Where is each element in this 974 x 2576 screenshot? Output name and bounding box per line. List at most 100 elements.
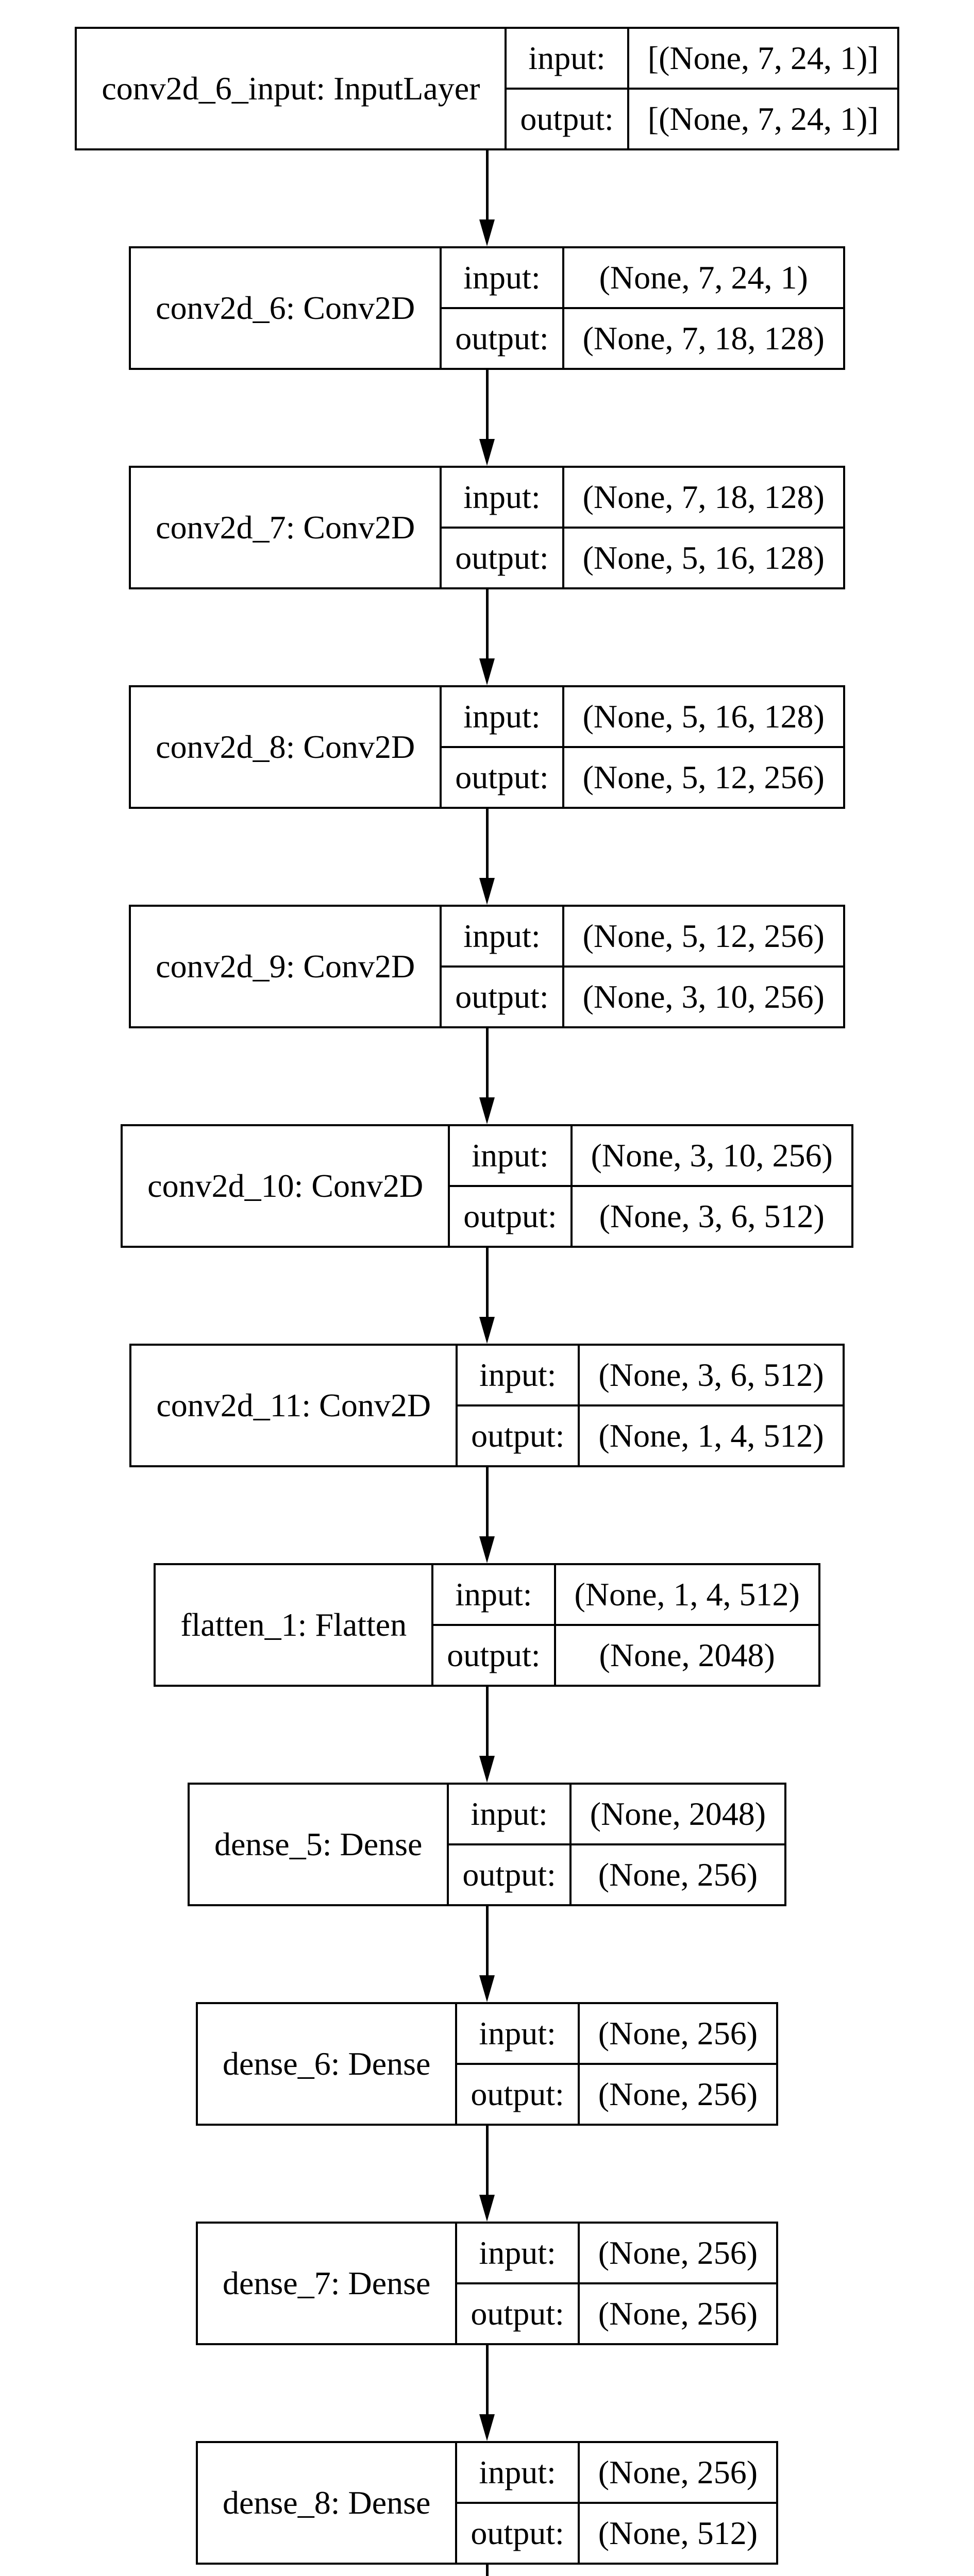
layer-io-table: input: (None, 5, 12, 256) output: (None,… (442, 907, 843, 1026)
input-shape: (None, 5, 12, 256) (562, 907, 843, 968)
flow-arrow (479, 2126, 495, 2222)
output-shape: (None, 5, 16, 128) (562, 529, 843, 587)
output-label: output: (471, 2515, 564, 2551)
output-label: output: (455, 759, 549, 795)
output-label: output: (471, 2295, 564, 2332)
output-label: output: (471, 2076, 564, 2112)
output-label: output: (471, 1417, 565, 1454)
layer-io-table: input: (None, 3, 10, 256) output: (None,… (450, 1126, 851, 1246)
input-shape: (None, 3, 10, 256) (570, 1126, 851, 1187)
output-shape: (None, 2048) (553, 1626, 818, 1685)
output-label: output: (520, 100, 614, 137)
layer-io-table: input: (None, 7, 18, 128) output: (None,… (442, 468, 843, 587)
layer-io-table: input: (None, 256) output: (None, 256) (457, 2224, 777, 2343)
layer-name: conv2d_11: Conv2D (131, 1346, 458, 1465)
layer-node-dense_8: dense_8: Dense input: (None, 256) output… (195, 2441, 779, 2565)
arrow-line (485, 150, 489, 219)
layer-io-table: input: (None, 3, 6, 512) output: (None, … (458, 1346, 843, 1465)
input-label: input: (433, 1565, 554, 1626)
output-shape: (None, 256) (577, 2284, 776, 2343)
input-shape: (None, 256) (577, 2004, 777, 2065)
input-label: input: (507, 29, 627, 90)
output-shape: (None, 1, 4, 512) (578, 1406, 842, 1465)
arrow-line (485, 1906, 489, 1975)
input-label: input: (442, 468, 562, 529)
layer-io-table: input: [(None, 7, 24, 1)] output: [(None… (507, 29, 897, 148)
arrow-head-icon (479, 1097, 495, 1124)
arrow-line (485, 370, 489, 439)
output-label: output: (447, 1637, 541, 1673)
input-label: input: (457, 2224, 578, 2284)
arrow-line (485, 2565, 489, 2576)
output-label: output: (462, 1856, 556, 1893)
arrow-head-icon (479, 1756, 495, 1783)
arrow-head-icon (479, 2195, 495, 2222)
layer-node-conv2d_8: conv2d_8: Conv2D input: (None, 5, 16, 12… (129, 685, 845, 809)
layer-io-table: input: (None, 7, 24, 1) output: (None, 7… (442, 248, 843, 368)
layer-node-conv2d_6_input: conv2d_6_input: InputLayer input: [(None… (75, 27, 899, 150)
arrow-line (485, 1467, 489, 1536)
arrow-line (485, 2126, 489, 2195)
flow-arrow (479, 1467, 495, 1563)
layer-node-dense_6: dense_6: Dense input: (None, 256) output… (195, 2002, 779, 2126)
arrow-head-icon (479, 1536, 495, 1563)
output-shape: (None, 256) (577, 2065, 776, 2124)
layer-node-conv2d_11: conv2d_11: Conv2D input: (None, 3, 6, 51… (129, 1344, 845, 1467)
output-shape: (None, 3, 6, 512) (570, 1187, 851, 1246)
flow-arrow (479, 2345, 495, 2441)
input-label: input: (458, 1346, 578, 1406)
output-label: output: (455, 320, 549, 357)
layer-name: conv2d_7: Conv2D (131, 468, 442, 587)
layer-name: dense_8: Dense (198, 2443, 458, 2563)
layer-name: dense_6: Dense (198, 2004, 458, 2124)
output-shape: (None, 5, 12, 256) (562, 748, 843, 807)
layer-name: dense_5: Dense (190, 1785, 449, 1904)
layer-node-conv2d_6: conv2d_6: Conv2D input: (None, 7, 24, 1)… (129, 246, 845, 370)
arrow-head-icon (479, 439, 495, 466)
arrow-line (485, 1248, 489, 1317)
layer-node-conv2d_9: conv2d_9: Conv2D input: (None, 5, 12, 25… (129, 905, 845, 1028)
input-shape: (None, 1, 4, 512) (553, 1565, 818, 1626)
layer-io-table: input: (None, 256) output: (None, 256) (457, 2004, 777, 2124)
flow-arrow (479, 370, 495, 466)
layer-io-table: input: (None, 256) output: (None, 512) (457, 2443, 777, 2563)
output-shape: (None, 512) (577, 2504, 776, 2563)
input-shape: (None, 7, 24, 1) (562, 248, 843, 309)
flow-arrow (479, 150, 495, 246)
flow-arrow (479, 1248, 495, 1344)
layer-io-table: input: (None, 2048) output: (None, 256) (449, 1785, 785, 1904)
input-label: input: (457, 2004, 578, 2065)
output-shape: (None, 3, 10, 256) (562, 968, 843, 1026)
input-shape: (None, 3, 6, 512) (578, 1346, 843, 1406)
output-shape: (None, 256) (569, 1845, 784, 1904)
arrow-line (485, 809, 489, 878)
input-label: input: (442, 248, 562, 309)
output-label: output: (455, 978, 549, 1015)
layer-node-flatten_1: flatten_1: Flatten input: (None, 1, 4, 5… (154, 1563, 820, 1687)
flow-arrow (479, 1687, 495, 1783)
layer-name: conv2d_6_input: InputLayer (77, 29, 507, 148)
input-shape: (None, 5, 16, 128) (562, 687, 843, 748)
input-label: input: (457, 2443, 578, 2504)
flow-arrow (479, 809, 495, 905)
layer-io-table: input: (None, 1, 4, 512) output: (None, … (433, 1565, 818, 1685)
input-label: input: (449, 1785, 569, 1845)
arrow-line (485, 1028, 489, 1097)
arrow-line (485, 2345, 489, 2414)
input-shape: (None, 256) (577, 2443, 777, 2504)
output-label: output: (455, 539, 549, 576)
layer-name: dense_7: Dense (198, 2224, 458, 2343)
output-label: output: (463, 1198, 557, 1234)
layer-name: conv2d_9: Conv2D (131, 907, 442, 1026)
arrow-head-icon (479, 1317, 495, 1344)
layer-name: conv2d_8: Conv2D (131, 687, 442, 807)
layer-node-dense_7: dense_7: Dense input: (None, 256) output… (195, 2222, 779, 2345)
input-shape: (None, 7, 18, 128) (562, 468, 843, 529)
input-shape: (None, 256) (577, 2224, 777, 2284)
flow-arrow (479, 1028, 495, 1124)
input-shape: (None, 2048) (569, 1785, 785, 1845)
layer-name: conv2d_6: Conv2D (131, 248, 442, 368)
input-label: input: (442, 907, 562, 968)
arrow-head-icon (479, 1975, 495, 2002)
layer-io-table: input: (None, 5, 16, 128) output: (None,… (442, 687, 843, 807)
